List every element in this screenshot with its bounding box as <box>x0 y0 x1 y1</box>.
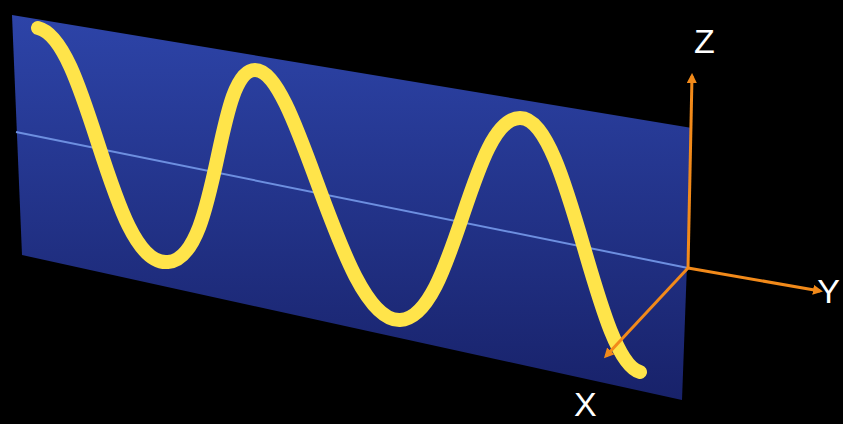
y-axis <box>688 268 820 291</box>
z-axis <box>688 76 692 268</box>
sine-wave <box>38 28 640 372</box>
axis-label: Z <box>694 24 715 58</box>
axis-label: Y <box>817 274 840 308</box>
wave-plane <box>12 15 692 400</box>
axis-label: X <box>574 387 597 421</box>
x-axis <box>606 268 688 356</box>
